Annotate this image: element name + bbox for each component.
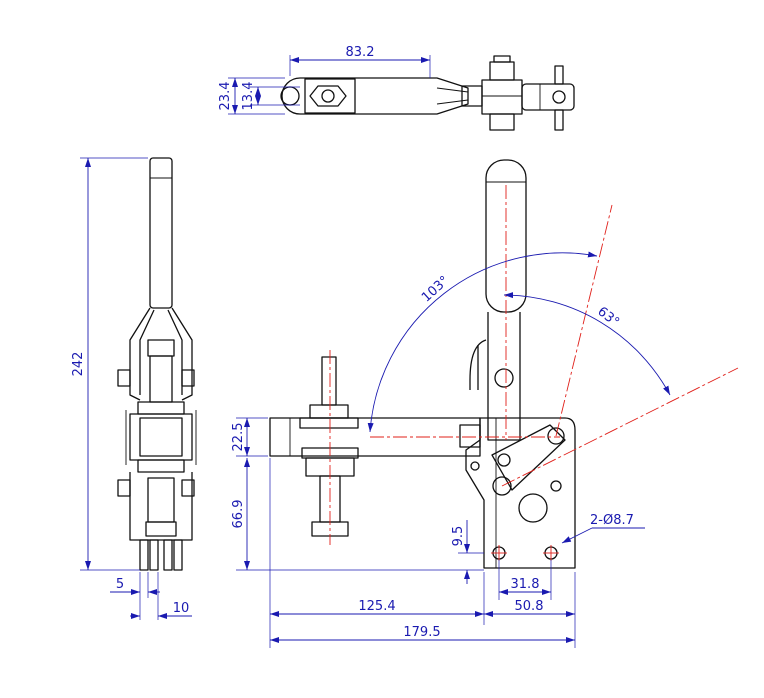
dim-hole-count: 2-	[590, 513, 603, 528]
dim-bar-height: 22.5	[231, 423, 246, 452]
dim-hole-spec: 2-Ø8.7	[590, 513, 634, 528]
dim-bar-length: 125.4	[358, 599, 395, 614]
top-view: 83.2 23.4 13.4	[218, 45, 575, 131]
dim-top-height-outer: 23.4	[218, 82, 233, 111]
dim-hole-diameter: 8.7	[613, 513, 634, 528]
front-view: 103° 63° 22.5 66.9 9.5 2-Ø8.7 31.8 50.8	[231, 159, 739, 648]
dim-top-width: 83.2	[346, 45, 375, 60]
dim-side-foot-right: 10	[173, 601, 190, 616]
dim-angle-handle: 63°	[594, 304, 621, 330]
diameter-symbol: Ø	[603, 513, 613, 528]
side-view: 242 5 10	[71, 157, 197, 620]
dim-base-width: 50.8	[515, 599, 544, 614]
dim-hole-spacing: 31.8	[511, 577, 540, 592]
dim-total-length: 179.5	[403, 625, 440, 640]
dim-side-foot-left: 5	[116, 577, 124, 592]
dim-side-height: 242	[71, 352, 86, 377]
dim-base-offset: 9.5	[451, 526, 466, 547]
dim-top-height-inner: 13.4	[241, 82, 256, 111]
dim-spindle-height: 66.9	[231, 500, 246, 529]
